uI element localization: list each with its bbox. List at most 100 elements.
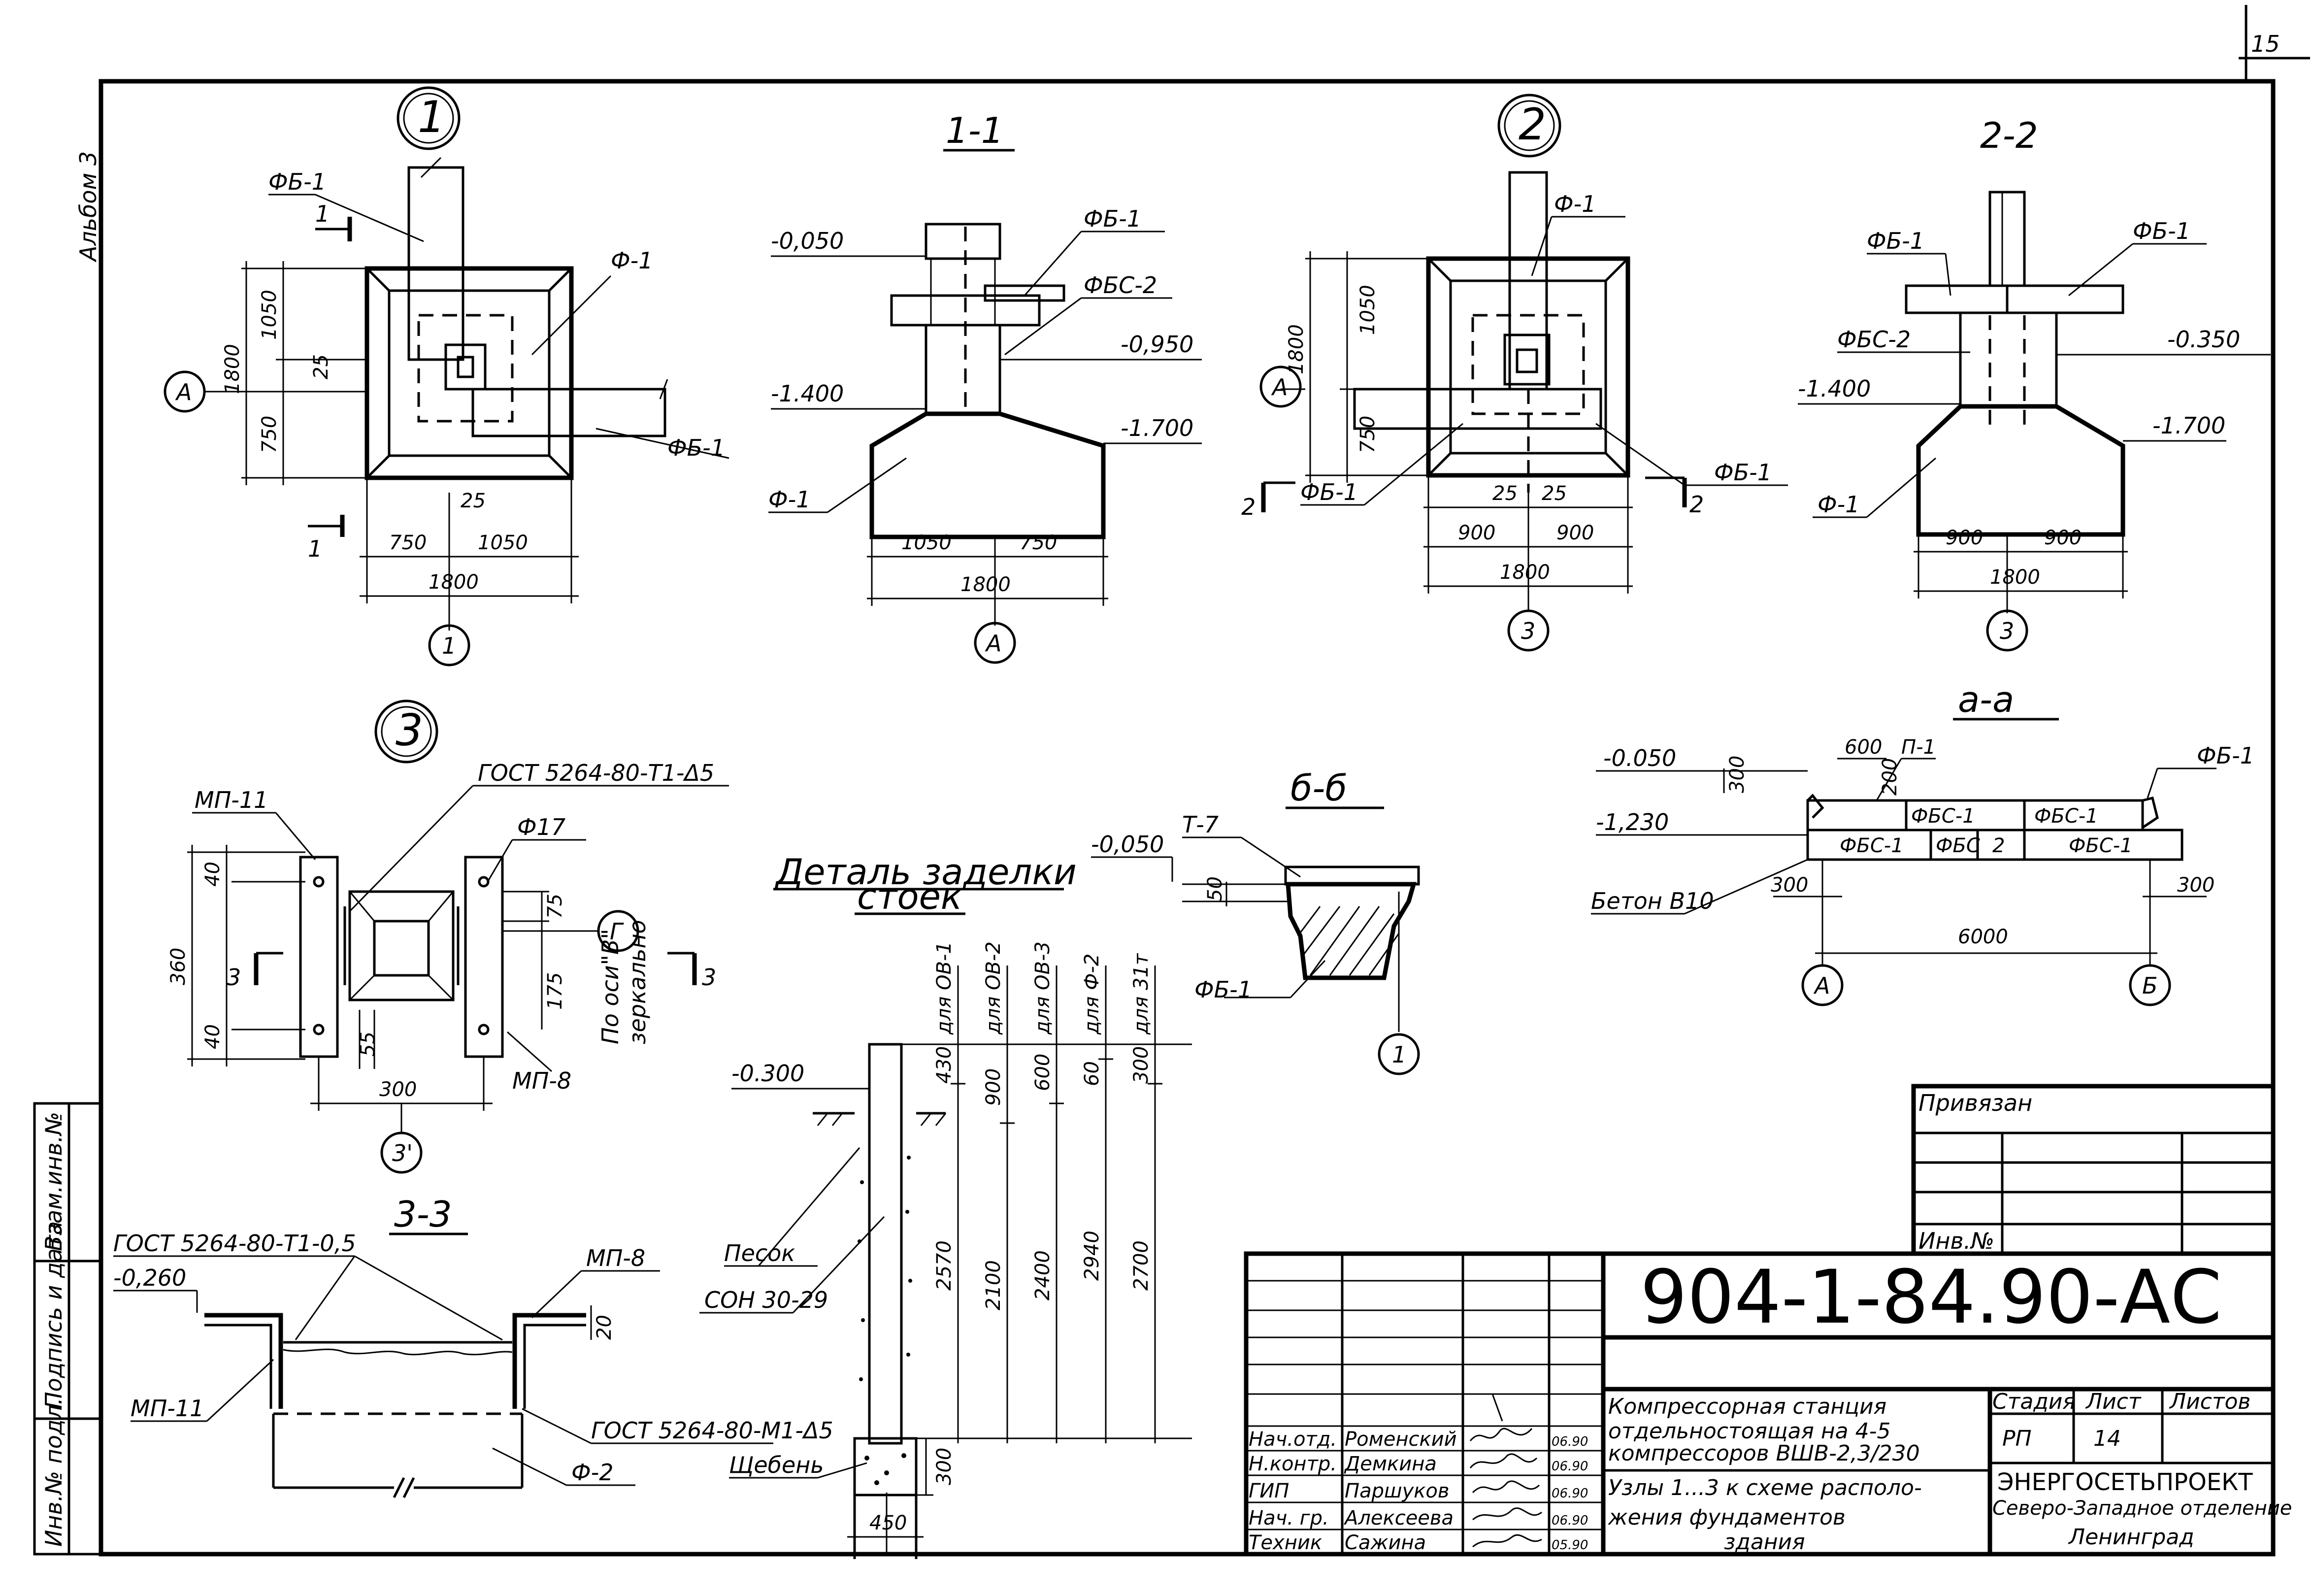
detail-column [868, 1043, 903, 1445]
detail-col3-lower: 2400 [1031, 1250, 1054, 1300]
s11-lvl-top: -0,050 [771, 228, 844, 254]
section22-foundation [1916, 404, 2125, 537]
detail-col5-lower: 2700 [1130, 1240, 1153, 1291]
s11-lvl-1700: -1.700 [1121, 415, 1193, 441]
sheet-corner-number: 15 [2251, 31, 2280, 57]
s-aa-fbs1-c: ФБС-1 [1840, 834, 1904, 857]
detail-label-sand: Песок [724, 1240, 795, 1266]
node3-dim-75: 75 [544, 894, 566, 919]
node2-label-f1: Ф-1 [1554, 191, 1596, 217]
beam-fb1-node2 [1353, 388, 1602, 430]
s-bb-dim-50: 50 [1204, 876, 1226, 901]
node-3: 3 МП-11 ГОСТ 5264-80-Т1-Δ5 Ф17 Г По оси"… [167, 699, 729, 1174]
title-sheet-line2: жения фундаментов [1608, 1505, 1846, 1530]
section11-foundation [869, 411, 1106, 539]
detail-col2-head: для ОВ-2 [982, 941, 1005, 1035]
s22-lvl-1400: -1.400 [1798, 375, 1871, 402]
s22-label-fb1-left: ФБ-1 [1867, 228, 1924, 254]
s-aa-dim-300r: 300 [2177, 874, 2215, 897]
role-1-date: 06.90 [1552, 1434, 1588, 1449]
node1-cut-bottom: 1 [308, 535, 322, 562]
s22-lvl-1700: -1.700 [2152, 412, 2225, 439]
node2-dim-gap-l: 25 [1492, 482, 1518, 505]
role-2: Н.контр. [1249, 1453, 1337, 1475]
node2-cut-left: 2 [1241, 494, 1256, 520]
strip-label-inv: Инв.№ подл. [40, 1397, 67, 1547]
title-sheet-line3: здания [1724, 1530, 1805, 1555]
detail-col4-lower: 2940 [1081, 1230, 1103, 1281]
node1-label-f1: Ф-1 [611, 247, 653, 274]
s11-dim-w-total: 1800 [960, 573, 1011, 596]
s-aa-fbs1-d: ФБС-1 [2069, 834, 2133, 857]
s33-label-f2: Ф-2 [571, 1459, 613, 1486]
node2-dim-h-upper: 1050 [1356, 285, 1379, 335]
s33-plate-mp8 [512, 1313, 586, 1409]
stamp-inv-label: Инв.№ [1918, 1228, 1994, 1254]
section-bb-title: б-б [1290, 767, 1347, 809]
s-aa-fb1: ФБ-1 [2197, 742, 2254, 769]
s-aa-concrete: Бетон В10 [1591, 888, 1714, 914]
foundation-f1-plan-2 [1426, 256, 1630, 478]
section-3-3-title: 3-3 [394, 1194, 452, 1235]
node2-dim-gap-r: 25 [1542, 482, 1567, 505]
title-sheet-line1: Узлы 1...3 к схеме располо- [1608, 1475, 1922, 1500]
s22-label-fb1-right: ФБ-1 [2133, 218, 2190, 244]
s11-dim-w-left: 1050 [901, 532, 952, 554]
title-sheet-header: Лист [2085, 1389, 2142, 1414]
s-aa-lvl-050: -0.050 [1603, 745, 1676, 771]
s11-label-fb1: ФБ-1 [1084, 205, 1141, 232]
node1-label-fb1-top: ФБ-1 [268, 168, 326, 195]
detail-title-line2: стоек [857, 876, 962, 917]
node2-dim-h-total: 1800 [1285, 324, 1308, 374]
beam-fb1-horizontal [471, 388, 666, 437]
s-aa-dim-6000: 6000 [1958, 926, 2008, 948]
node-1-plan: 1 ФБ-1 Ф-1 ФБ-1 1 1 1800 1050 750 [164, 86, 729, 666]
node2-label-fb1-left: ФБ-1 [1300, 479, 1358, 505]
detail-col3-upper: 600 [1031, 1054, 1054, 1091]
node2-dim-w-total: 1800 [1500, 561, 1550, 584]
title-desc-line2: отдельностоящая на 4-5 [1608, 1419, 1890, 1444]
s-aa-p1: П-1 [1901, 736, 1936, 759]
s-bb-t7: Т-7 [1182, 811, 1219, 838]
foundation-f1-plan [364, 266, 574, 480]
role-4-name: Алексеева [1343, 1507, 1454, 1530]
detail-col1-head: для ОВ-1 [933, 941, 956, 1035]
s-aa-dim-300l: 300 [1771, 874, 1808, 897]
detail-label-son: СОН 30-29 [704, 1287, 828, 1313]
album-label: Альбом 3 [75, 151, 101, 263]
role-5: Техник [1249, 1531, 1322, 1554]
node2-axis-3: 3 [1521, 618, 1535, 644]
title-sheets-header: Листов [2169, 1389, 2250, 1414]
title-code: 904-1-84.90-АС [1640, 1255, 2222, 1340]
node1-dim-gap-left: 25 [310, 354, 332, 379]
detail-dim-bottom-300: 300 [933, 1448, 956, 1485]
s-bb-lvl: -0,050 [1091, 831, 1164, 858]
s11-label-f1: Ф-1 [768, 486, 810, 513]
section-aa: а-а -0.050 -1,230 300 600 П-1 200 ФБС-1 … [1591, 679, 2254, 1006]
title-stage-header: Стадия [1992, 1389, 2076, 1414]
s22-dim-w-total: 1800 [1990, 566, 2040, 589]
s11-dim-w-right: 750 [1020, 532, 1057, 554]
node2-axis-a: А [1271, 374, 1288, 400]
s33-label-mp11: МП-11 [131, 1395, 204, 1422]
role-3: ГИП [1249, 1480, 1289, 1502]
node3-cut-right: 3 [702, 964, 716, 991]
node2-dim-w-left: 900 [1458, 522, 1495, 544]
node3-cut-left: 3 [227, 964, 241, 991]
node1-dim-h-total: 1800 [221, 344, 244, 394]
node1-dim-w-left: 750 [389, 532, 427, 554]
left-signature-strip: Инв.№ подл. Подпись и дата Взам.инв.№ [33, 1102, 102, 1556]
section-bb: б-б -0,050 Т-7 50 ФБ-1 1 [1091, 767, 1420, 1075]
node3-dim-h-total: 360 [167, 948, 190, 985]
detail-col3-head: для ОВ-3 [1031, 941, 1054, 1035]
s-aa-axis-b: Б [2142, 972, 2158, 999]
node3-dim-55: 55 [357, 1031, 379, 1057]
s33-label-mp8: МП-8 [586, 1245, 645, 1271]
section-3-3: 3-3 ГОСТ 5264-80-Т1-0,5 -0,260 МП-8 20 М… [113, 1194, 833, 1498]
detail-label-gravel: Щебень [729, 1452, 824, 1478]
s33-lvl-260: -0,260 [113, 1264, 186, 1291]
s33-label-gost-top: ГОСТ 5264-80-Т1-0,5 [113, 1230, 356, 1257]
title-desc-line1: Компрессорная станция [1608, 1394, 1886, 1419]
